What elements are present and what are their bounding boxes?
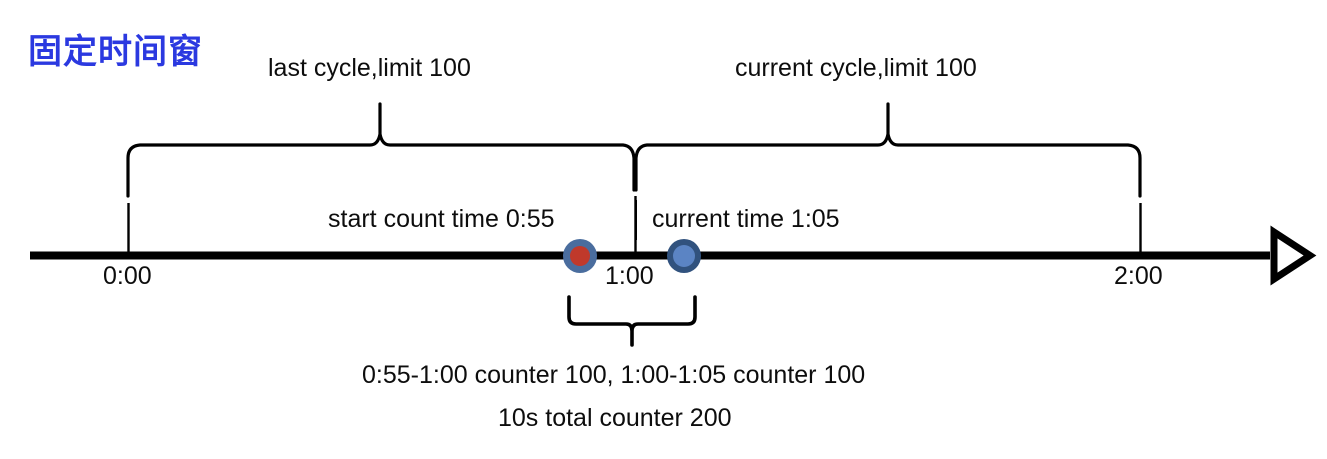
brace-last-cycle <box>126 102 636 198</box>
current-time-marker-dot <box>673 245 695 267</box>
page-title: 固定时间窗 <box>28 33 203 71</box>
axis-tick-label-0-00: 0:00 <box>103 262 152 290</box>
label-current-time: current time 1:05 <box>652 205 840 233</box>
label-total-counter: 10s total counter 200 <box>498 404 732 432</box>
label-counter-breakdown: 0:55-1:00 counter 100, 1:00-1:05 counter… <box>362 361 866 389</box>
label-start-count-time: start count time 0:55 <box>328 205 555 233</box>
axis-tick-label-2-00: 2:00 <box>1114 262 1163 290</box>
start-count-marker-dot <box>570 246 590 266</box>
timeline-arrowhead-icon <box>1270 225 1317 286</box>
label-last-cycle: last cycle,limit 100 <box>268 54 471 82</box>
axis-tick-label-1-00: 1:00 <box>605 262 654 290</box>
brace-window-span <box>567 295 697 347</box>
label-current-cycle: current cycle,limit 100 <box>735 54 977 82</box>
brace-current-cycle <box>634 102 1142 198</box>
